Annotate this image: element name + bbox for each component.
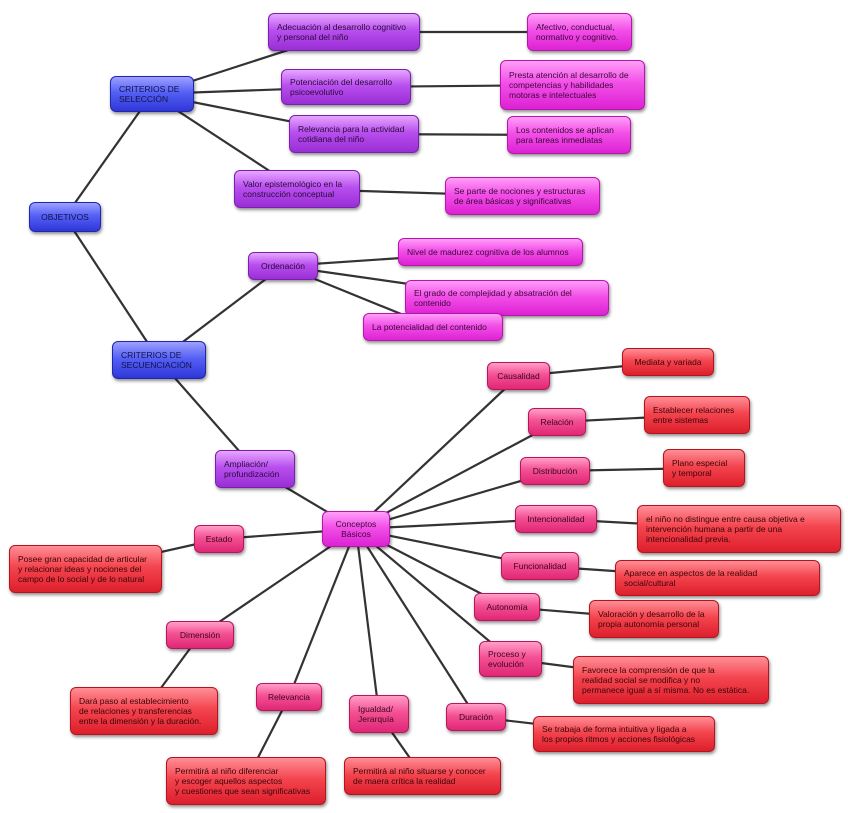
node-grado: El grado de complejidad y absatración de… bbox=[405, 280, 609, 316]
node-label: el niño no distingue entre causa objetiv… bbox=[646, 514, 805, 544]
node-label: El grado de complejidad y absatración de… bbox=[414, 288, 572, 308]
edge-conceptos-relacion bbox=[355, 421, 558, 530]
edge-conceptos-relevancia bbox=[287, 528, 358, 698]
node-label: Afectivo, conductual, normativo y cognit… bbox=[536, 22, 619, 42]
node-label: Ordenación bbox=[261, 261, 305, 271]
node-presta: Presta atención al desarrollo de compete… bbox=[500, 60, 645, 110]
edge-objetivos-crit_sel bbox=[64, 93, 153, 218]
node-contenidos: Los contenidos se aplican para tareas in… bbox=[507, 116, 631, 154]
node-crit-sel: CRITERIOS DE SELECCIÓN bbox=[110, 76, 194, 112]
node-conceptos: Conceptos Básicos bbox=[322, 511, 390, 547]
node-label: Relevancia para la actividad cotidiana d… bbox=[298, 124, 405, 144]
node-label: Potenciación del desarrollo psicoevoluti… bbox=[290, 77, 393, 97]
node-label: CRITERIOS DE SELECCIÓN bbox=[119, 84, 180, 104]
node-igualdad: Igualdad/ Jerarquía bbox=[349, 695, 409, 733]
node-duracion: Duración bbox=[446, 703, 506, 731]
node-label: Distribución bbox=[532, 466, 578, 476]
edge-conceptos-duracion bbox=[355, 528, 477, 718]
node-posee: Posee gran capacidad de articular y rela… bbox=[9, 545, 162, 593]
node-causalidad: Causalidad bbox=[487, 362, 550, 390]
node-valor-epist: Valor epistemológico en la construcción … bbox=[234, 170, 360, 208]
node-label: Relación bbox=[540, 417, 574, 427]
node-mediata: Mediata y variada bbox=[622, 348, 714, 376]
node-valoracion: Valoración y desarrollo de la propia aut… bbox=[589, 600, 719, 638]
node-establecer: Establecer relaciones entre sistemas bbox=[644, 396, 750, 434]
node-label: Presta atención al desarrollo de compete… bbox=[509, 70, 629, 100]
node-label: Plano especial y temporal bbox=[672, 458, 728, 478]
node-potenciacion: Potenciación del desarrollo psicoevoluti… bbox=[281, 69, 411, 105]
node-afectivo: Afectivo, conductual, normativo y cognit… bbox=[527, 13, 632, 51]
node-crit-sec: CRITERIOS DE SECUENCIACIÓN bbox=[112, 341, 206, 379]
node-label: Dará paso al establecimiento de relacion… bbox=[79, 696, 202, 726]
node-label: OBJETIVOS bbox=[41, 212, 89, 222]
node-label: Intencionalidad bbox=[527, 514, 585, 524]
node-label: Nivel de madurez cognitiva de los alumno… bbox=[407, 247, 569, 257]
edge-conceptos-causalidad bbox=[355, 375, 520, 530]
node-label: Proceso y evolución bbox=[488, 649, 526, 669]
node-label: Valor epistemológico en la construcción … bbox=[243, 179, 343, 199]
node-label: Valoración y desarrollo de la propia aut… bbox=[598, 609, 705, 629]
node-label: Conceptos Básicos bbox=[335, 519, 377, 539]
node-estado: Estado bbox=[194, 525, 244, 553]
node-label: Los contenidos se aplican para tareas in… bbox=[516, 125, 614, 145]
node-distribucion: Distribución bbox=[520, 457, 590, 485]
node-favorece: Favorece la comprensión de que la realid… bbox=[573, 656, 769, 704]
node-label: Aparece en aspectos de la realidad socia… bbox=[624, 568, 758, 588]
node-dara-paso: Dará paso al establecimiento de relacion… bbox=[70, 687, 218, 735]
node-label: Igualdad/ Jerarquía bbox=[358, 704, 394, 724]
node-nino-distingue: el niño no distingue entre causa objetiv… bbox=[637, 505, 841, 553]
edge-conceptos-proceso bbox=[355, 528, 512, 660]
node-adecuacion: Adecuación al desarrollo cognitivo y per… bbox=[268, 13, 420, 51]
node-label: Causalidad bbox=[497, 371, 540, 381]
node-aparece: Aparece en aspectos de la realidad socia… bbox=[615, 560, 820, 596]
node-label: Relevancia bbox=[267, 692, 311, 702]
node-ordenacion: Ordenación bbox=[248, 252, 318, 280]
node-label: Ampliación/ profundización bbox=[224, 459, 280, 479]
node-label: Posee gran capacidad de articular y rela… bbox=[18, 554, 147, 584]
node-setrabaja: Se trabaja de forma intuitiva y ligada a… bbox=[533, 716, 715, 752]
node-relevancia-act: Relevancia para la actividad cotidiana d… bbox=[289, 115, 419, 153]
node-permitira-sit: Permitirá al niño situarse y conocer de … bbox=[344, 757, 501, 795]
node-permitira-dif: Permitirá al niño diferenciar y escoger … bbox=[166, 757, 326, 805]
node-label: CRITERIOS DE SECUENCIACIÓN bbox=[121, 350, 192, 370]
node-intencionalidad: Intencionalidad bbox=[515, 505, 597, 533]
node-autonomia: Autonomía bbox=[474, 593, 540, 621]
node-label: Autonomía bbox=[486, 602, 528, 612]
node-dimension: Dimensión bbox=[166, 621, 234, 649]
node-objetivos: OBJETIVOS bbox=[29, 202, 101, 232]
node-label: Duración bbox=[458, 712, 494, 722]
node-label: Funcionalidad bbox=[513, 561, 567, 571]
node-label: Permitirá al niño diferenciar y escoger … bbox=[175, 766, 311, 796]
node-relacion: Relación bbox=[528, 408, 586, 436]
node-label: Adecuación al desarrollo cognitivo y per… bbox=[277, 22, 406, 42]
node-plano: Plano especial y temporal bbox=[663, 449, 745, 487]
node-relevancia: Relevancia bbox=[256, 683, 322, 711]
edge-conceptos-igualdad bbox=[354, 528, 381, 715]
node-label: La potencialidad del contenido bbox=[372, 322, 487, 332]
node-label: Mediata y variada bbox=[634, 357, 702, 367]
node-proceso: Proceso y evolución bbox=[479, 641, 542, 677]
node-label: Favorece la comprensión de que la realid… bbox=[582, 665, 750, 695]
node-label: Se trabaja de forma intuitiva y ligada a… bbox=[542, 724, 696, 744]
node-label: Establecer relaciones entre sistemas bbox=[653, 405, 735, 425]
node-label: Permitirá al niño situarse y conocer de … bbox=[353, 766, 486, 786]
node-label: Estado bbox=[205, 534, 233, 544]
node-potencialidad: La potencialidad del contenido bbox=[363, 313, 503, 341]
node-funcionalidad: Funcionalidad bbox=[501, 552, 579, 580]
node-label: Dimensión bbox=[179, 630, 221, 640]
node-ampliacion: Ampliación/ profundización bbox=[215, 450, 295, 488]
node-separte: Se parte de nociones y estructuras de ár… bbox=[445, 177, 600, 215]
node-nivel: Nivel de madurez cognitiva de los alumno… bbox=[398, 238, 583, 266]
node-label: Se parte de nociones y estructuras de ár… bbox=[454, 186, 586, 206]
edge-objetivos-crit_sec bbox=[64, 216, 160, 361]
